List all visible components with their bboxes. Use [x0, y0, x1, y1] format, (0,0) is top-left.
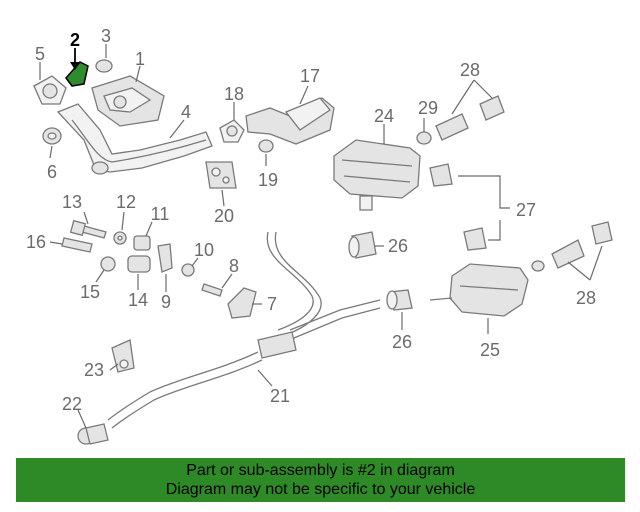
part-14-bushing	[127, 255, 151, 273]
callout-22: 22	[62, 394, 82, 414]
part-13-bolt	[69, 219, 107, 239]
part-26-clamp-lower	[386, 289, 413, 311]
part-17-converter	[245, 97, 335, 145]
callout-19: 19	[258, 170, 278, 190]
part-18-gasket	[219, 119, 245, 143]
part-24-center-muffler	[333, 139, 421, 211]
callout-16: 16	[26, 232, 46, 252]
part-7-bracket	[227, 287, 257, 319]
callout-13: 13	[62, 192, 82, 212]
part-19-seal	[258, 139, 274, 153]
callout-3: 3	[101, 26, 111, 46]
part-26-clamp-upper	[348, 231, 377, 259]
part-16-stud	[61, 237, 93, 253]
callout-1: 1	[135, 49, 145, 69]
callout-23: 23	[84, 360, 104, 380]
part-10-washer	[181, 263, 195, 277]
leader-lines	[39, 44, 603, 429]
callout-28-upper: 28	[460, 60, 480, 80]
callout-17: 17	[300, 66, 320, 86]
part-3-seal	[95, 59, 113, 73]
callout-9: 9	[161, 292, 171, 312]
callout-28-lower: 28	[576, 288, 596, 308]
part-12-washer	[113, 231, 127, 245]
callout-numbers: 1 2 3 4 5 6 7 8 9 10 11 12 13 14 15 16 1…	[26, 26, 596, 414]
part-23-hanger	[111, 339, 135, 373]
part-4-front-pipe	[56, 103, 213, 175]
callout-5: 5	[35, 44, 45, 64]
callout-21: 21	[270, 386, 290, 406]
callout-26-lower: 26	[392, 332, 412, 352]
part-1-catalytic-converter	[91, 75, 165, 127]
callout-18: 18	[224, 84, 244, 104]
part-27-hangers	[429, 163, 487, 251]
part-25-rear-muffler	[429, 263, 529, 317]
part-28-tailpipe-tips-upper	[435, 95, 505, 141]
part-15-nut	[100, 256, 116, 272]
part-11-bushing	[133, 235, 151, 251]
part-21-intermediate-pipe	[107, 231, 381, 429]
callout-4: 4	[181, 102, 191, 122]
callout-7: 7	[267, 294, 277, 314]
part-8-bolt	[201, 283, 223, 297]
callout-20: 20	[214, 206, 234, 226]
callout-29: 29	[418, 98, 438, 118]
part-22-clamp	[77, 423, 109, 445]
callout-27: 27	[516, 200, 536, 220]
part-6-clamp	[42, 127, 62, 145]
banner-line-2: Diagram may not be specific to your vehi…	[165, 481, 476, 498]
info-banner: Part or sub-assembly is #2 in diagram Di…	[16, 458, 625, 502]
banner-line-1: Part or sub-assembly is #2 in diagram	[186, 462, 455, 479]
callout-25: 25	[480, 340, 500, 360]
part-28-tailpipe-tips-lower	[531, 221, 613, 272]
callout-14: 14	[128, 290, 148, 310]
part-5-gasket	[33, 75, 67, 105]
part-20-hanger	[205, 161, 237, 189]
callout-12: 12	[116, 192, 136, 212]
callout-2-highlighted: 2	[70, 30, 80, 50]
callout-6: 6	[47, 162, 57, 182]
part-9-bracket	[157, 243, 173, 273]
callout-15: 15	[80, 282, 100, 302]
part-29-clamp	[416, 131, 432, 145]
exhaust-parts-diagram: 1 2 3 4 5 6 7 8 9 10 11 12 13 14 15 16 1…	[26, 26, 613, 445]
callout-11: 11	[151, 204, 170, 224]
callout-24: 24	[374, 106, 394, 126]
callout-10: 10	[194, 240, 214, 260]
callout-26-upper: 26	[388, 236, 408, 256]
callout-8: 8	[229, 256, 239, 276]
